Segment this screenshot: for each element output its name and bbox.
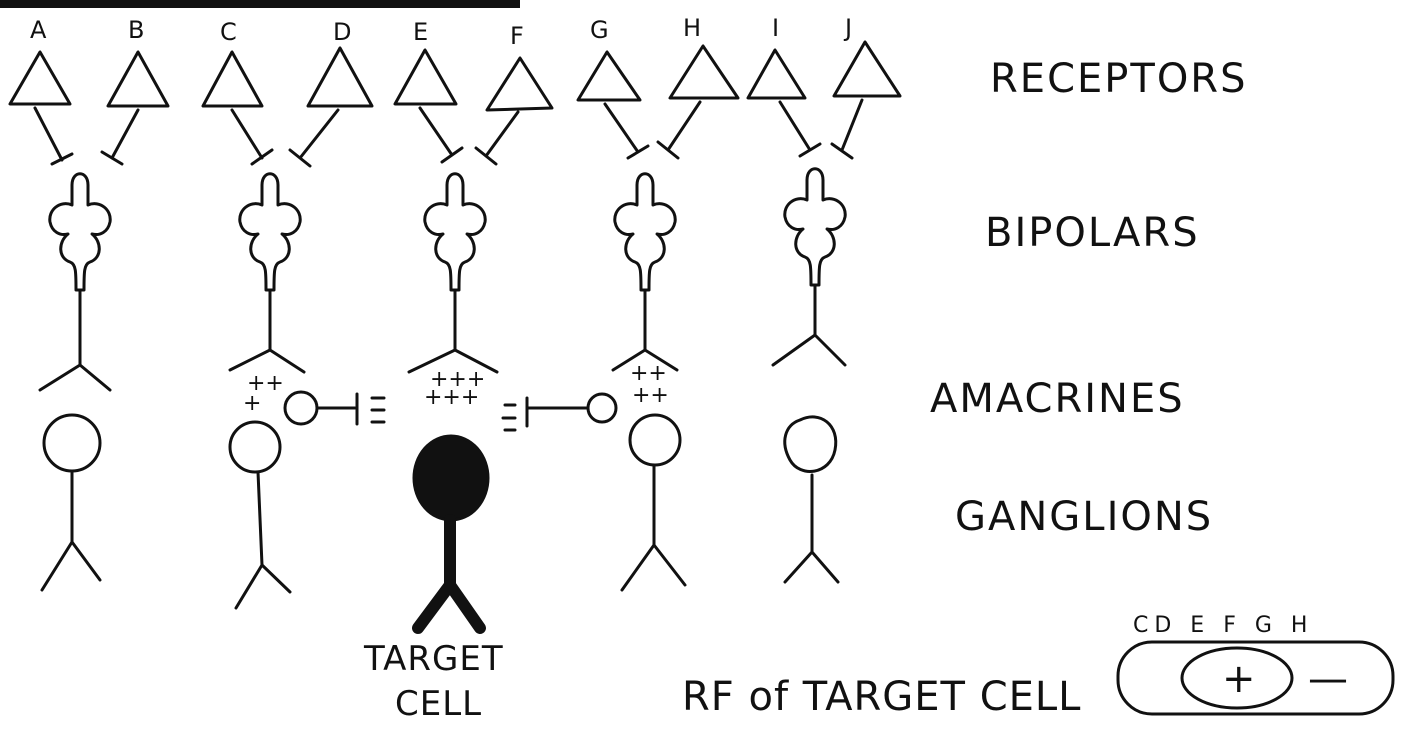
bipolar-2 — [228, 172, 306, 374]
rf-surround-sign: — — [1308, 656, 1348, 702]
bipolar-3 — [407, 172, 499, 374]
sign-center-2: +++ — [424, 385, 479, 410]
receptor-a — [8, 50, 72, 106]
rf-center — [1180, 646, 1294, 710]
sign-right-1: ++ — [630, 361, 667, 386]
receptor-g — [576, 50, 642, 102]
target-ganglion — [412, 434, 490, 634]
row-label-ganglions: GANGLIONS — [955, 494, 1213, 540]
rf-letters: CD E F G H — [1133, 613, 1313, 638]
receptor-row — [8, 40, 902, 112]
receptor-letter-h: H — [683, 14, 701, 42]
receptor-letter-f: F — [510, 22, 524, 50]
receptor-letter-d: D — [333, 18, 351, 46]
receptor-d — [306, 46, 374, 108]
receptor-h — [668, 44, 740, 100]
sign-left-1: ++ — [247, 371, 284, 396]
receptor-letter-b: B — [128, 16, 144, 44]
row-label-bipolars: BIPOLARS — [985, 210, 1200, 256]
bipolar-row — [38, 167, 847, 392]
synapse-b — [100, 108, 140, 166]
bipolar-1 — [38, 172, 112, 392]
amacrine-cells — [283, 390, 618, 432]
amacrine-right — [501, 392, 618, 432]
receptive-field: RF of TARGET CELL CD E F G H + — — [682, 613, 1395, 720]
sign-left-2: + — [243, 391, 261, 416]
row-label-receptors: RECEPTORS — [990, 56, 1248, 102]
scan-edge-bar — [0, 0, 520, 8]
receptor-letter-i: I — [772, 14, 779, 42]
synapse-c — [230, 108, 274, 166]
rf-caption: RF of TARGET CELL — [682, 674, 1081, 720]
receptor-i — [746, 48, 807, 100]
target-label-line1: TARGET — [363, 639, 504, 679]
ganglion-g — [620, 413, 687, 592]
row-labels: RECEPTORS BIPOLARS AMACRINES GANGLIONS — [930, 56, 1248, 540]
receptor-synapses — [33, 98, 864, 168]
receptor-f — [485, 56, 554, 112]
receptor-letter-g: G — [590, 16, 609, 44]
bipolar-4 — [611, 172, 679, 372]
synapse-j — [830, 98, 864, 160]
bipolar-5 — [771, 167, 847, 367]
row-label-amacrines: AMACRINES — [930, 376, 1185, 422]
receptor-letters: A B C D E F G H I J — [30, 14, 852, 50]
synapse-d — [288, 108, 340, 168]
receptor-letter-c: C — [220, 18, 237, 46]
ganglion-row — [40, 413, 840, 610]
target-cell-label: TARGET CELL — [363, 639, 504, 724]
synapse-h — [656, 100, 702, 160]
amacrine-signs: ++ + +++ +++ ++ ++ — [243, 361, 669, 416]
synapse-g — [603, 102, 650, 160]
synapse-e — [418, 106, 464, 164]
rf-center-sign: + — [1222, 656, 1256, 702]
ganglion-i — [783, 415, 840, 584]
receptor-b — [106, 50, 170, 108]
ganglion-a — [40, 413, 102, 592]
target-label-line2: CELL — [395, 684, 482, 724]
ganglion-c — [228, 420, 292, 610]
sign-right-2: ++ — [632, 383, 669, 408]
synapse-a — [33, 106, 74, 166]
receptor-c — [201, 50, 264, 108]
receptor-letter-e: E — [413, 18, 428, 46]
synapse-f — [474, 110, 520, 166]
rf-surround — [1116, 640, 1395, 716]
sign-center-1: +++ — [430, 367, 485, 392]
amacrine-left — [283, 390, 386, 426]
receptor-letter-a: A — [30, 16, 47, 44]
receptor-j — [832, 40, 902, 98]
receptor-letter-j: J — [843, 14, 852, 42]
receptor-e — [393, 48, 458, 106]
synapse-i — [778, 100, 822, 158]
